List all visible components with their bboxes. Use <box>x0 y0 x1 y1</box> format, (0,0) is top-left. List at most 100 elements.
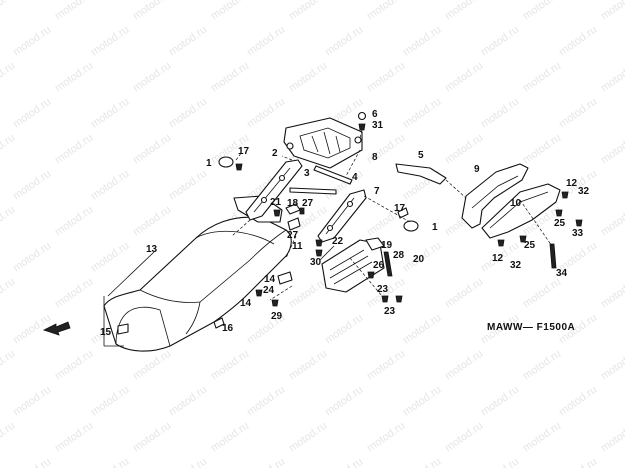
callout-7: 7 <box>374 186 380 197</box>
watermark-text: motod.ru <box>557 384 599 419</box>
watermark-text: motod.ru <box>323 24 365 59</box>
callout-numbers: 17 1 2 3 4 5 6 31 8 7 9 10 12 32 25 33 2… <box>100 109 590 338</box>
callout-28: 28 <box>393 250 405 261</box>
watermark-text: motod.ru <box>599 276 625 311</box>
diagram-code: MAWW— F1500A <box>487 322 575 333</box>
callout-5: 5 <box>418 150 424 161</box>
watermark-text: motod.ru <box>53 276 95 311</box>
callout-4: 4 <box>352 172 358 183</box>
watermark-text: motod.ru <box>521 420 563 455</box>
grab-rail-5 <box>395 163 447 185</box>
watermark-text: motod.ru <box>557 96 599 131</box>
watermark-text: motod.ru <box>89 456 131 468</box>
watermark-text: motod.ru <box>599 0 625 22</box>
stay-rod <box>289 187 337 195</box>
watermark-text: motod.ru <box>89 24 131 59</box>
callout-32b: 32 <box>510 260 522 271</box>
watermark-text: motod.ru <box>0 348 17 383</box>
watermark-text: motod.ru <box>131 132 173 167</box>
watermark-text: motod.ru <box>53 132 95 167</box>
rear-carrier <box>283 117 363 169</box>
watermark-text: motod.ru <box>53 0 95 22</box>
watermark-text: motod.ru <box>443 60 485 95</box>
watermark-text: motod.ru <box>323 456 365 468</box>
watermark-text: motod.ru <box>245 24 287 59</box>
watermark-text: motod.ru <box>209 60 251 95</box>
callout-26: 26 <box>373 260 385 271</box>
callout-29: 29 <box>271 311 283 322</box>
callout-3: 3 <box>304 168 310 179</box>
callout-12b: 12 <box>492 253 504 264</box>
watermark-text: motod.ru <box>287 348 329 383</box>
watermark-text: motod.ru <box>557 456 599 468</box>
watermark-text: motod.ru <box>53 60 95 95</box>
callout-19: 19 <box>381 240 393 251</box>
watermark-text: motod.ru <box>479 384 521 419</box>
watermark-text: motod.ru <box>323 312 365 347</box>
watermark-text: motod.ru <box>443 420 485 455</box>
callout-22: 22 <box>332 236 344 247</box>
watermark-text: motod.ru <box>599 348 625 383</box>
callout-17b: 17 <box>394 203 406 214</box>
watermark-text: motod.ru <box>53 204 95 239</box>
callout-16: 16 <box>222 323 234 334</box>
watermark-text: motod.ru <box>89 168 131 203</box>
watermark-text: motod.ru <box>89 240 131 275</box>
callout-2: 2 <box>272 148 278 159</box>
watermark-text: motod.ru <box>479 96 521 131</box>
watermark-text: motod.ru <box>209 0 251 22</box>
callout-31: 31 <box>372 120 384 131</box>
watermark-text: motod.ru <box>443 348 485 383</box>
grommet-1a <box>218 156 234 168</box>
watermark-text: motod.ru <box>401 24 443 59</box>
callout-8: 8 <box>372 152 378 163</box>
small-fasteners <box>117 163 583 335</box>
watermark-text: motod.ru <box>479 24 521 59</box>
front-arrow-icon <box>42 321 71 336</box>
callout-14: 14 <box>264 274 276 285</box>
watermark-text: motod.ru <box>167 168 209 203</box>
watermark-text: motod.ru <box>365 0 407 22</box>
watermark-text: motod.ru <box>245 96 287 131</box>
watermark-text: motod.ru <box>521 348 563 383</box>
watermark-text: motod.ru <box>131 204 173 239</box>
watermark-text: motod.ru <box>0 420 17 455</box>
stay-rod-4 <box>313 165 353 185</box>
watermark-text: motod.ru <box>0 132 17 167</box>
watermark-text: motod.ru <box>131 60 173 95</box>
callout-13: 13 <box>146 244 158 255</box>
watermark-text: motod.ru <box>11 384 53 419</box>
watermark-text: motod.ru <box>11 456 53 468</box>
connector-19 <box>365 237 385 251</box>
watermark-text: motod.ru <box>167 456 209 468</box>
watermark-text: motod.ru <box>167 96 209 131</box>
watermark-text: motod.ru <box>365 60 407 95</box>
watermark-text: motod.ru <box>209 420 251 455</box>
watermark-text: motod.ru <box>245 384 287 419</box>
callout-32: 32 <box>578 186 590 197</box>
callout-20: 20 <box>413 254 425 265</box>
watermark-text: motod.ru <box>0 60 17 95</box>
watermark-text: motod.ru <box>0 0 17 22</box>
callout-27b: 27 <box>287 230 299 241</box>
watermark-text: motod.ru <box>521 276 563 311</box>
watermark-text: motod.ru <box>287 60 329 95</box>
watermark-text: motod.ru <box>365 348 407 383</box>
callout-21: 21 <box>270 197 282 208</box>
callout-23: 23 <box>377 284 389 295</box>
callout-24: 24 <box>263 285 275 296</box>
watermark-text: motod.ru <box>89 96 131 131</box>
rear-cowl-9 <box>461 163 529 229</box>
watermark-text: motod.ru <box>443 0 485 22</box>
seat <box>103 216 292 352</box>
watermark-text: motod.ru <box>443 132 485 167</box>
callout-11: 11 <box>292 241 303 252</box>
watermark-text: motod.ru <box>287 0 329 22</box>
watermark-text: motod.ru <box>287 276 329 311</box>
callout-25: 25 <box>554 218 566 229</box>
watermark-text: motod.ru <box>401 96 443 131</box>
watermark-text: motod.ru <box>0 276 17 311</box>
watermark-text: motod.ru <box>521 0 563 22</box>
